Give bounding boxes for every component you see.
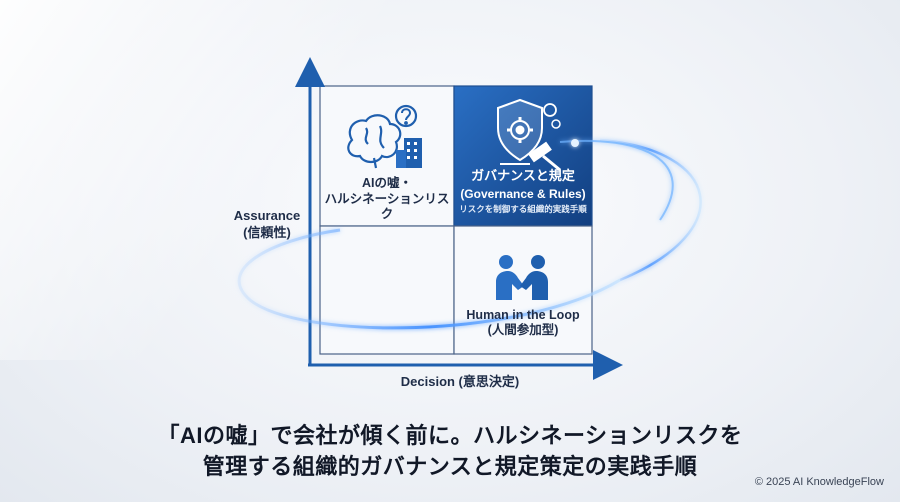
quadrant-bottom-right xyxy=(453,225,593,355)
quadrant-grid xyxy=(319,85,593,355)
x-axis-label: Decision (意思決定) xyxy=(400,374,520,389)
glow-spark xyxy=(571,139,579,147)
headline-line1: 「AIの嘘」で会社が傾く前に。ハルシネーションリスクを xyxy=(157,423,743,448)
human-loop-subtitle: (人間参加型) xyxy=(487,323,559,337)
shield-gear-gavel-icon xyxy=(497,98,561,172)
quadrant-top-left xyxy=(319,85,455,227)
headline-line2: 管理する組織的ガバナンスと規定策定の実践手順 xyxy=(202,454,698,479)
y-axis-label: Assurance xyxy=(233,208,301,223)
handshake-icon xyxy=(496,255,548,300)
governance-subtitle: (Governance & Rules) xyxy=(460,187,586,201)
governance-title: ガバナンスと規定 xyxy=(471,168,575,183)
brain-question-building-icon xyxy=(347,104,422,169)
quadrant-bottom-left xyxy=(319,225,455,355)
governance-description: リスクを制御する組織的実践手順 xyxy=(459,204,587,214)
human-loop-title: Human in the Loop xyxy=(466,308,580,322)
y-axis-label-sub: (信頼性) xyxy=(243,225,291,240)
copyright-text: © 2025 AI KnowledgeFlow xyxy=(754,476,884,488)
glow-ring-back xyxy=(599,138,702,282)
risk-quadrant-label: AIの嘘・ ハルシネーションリスク xyxy=(322,176,452,223)
glow-ring-front xyxy=(237,139,674,330)
risk-label-line2: ハルシネーションリスク xyxy=(324,191,450,222)
risk-label-line1: AIの嘘・ xyxy=(361,176,412,190)
